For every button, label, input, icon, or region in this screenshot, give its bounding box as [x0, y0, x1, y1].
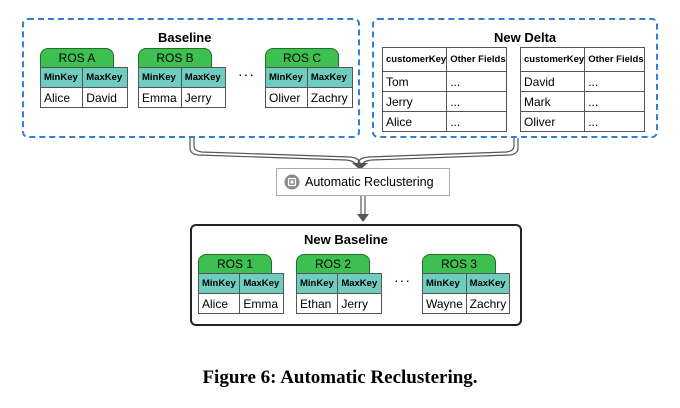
ros-1-min: Alice [197, 293, 241, 314]
new-baseline-group [190, 224, 522, 326]
baseline-title: Baseline [158, 30, 212, 45]
delta1-fields-header: Other Fields [446, 47, 507, 72]
delta2-row1-fields: ... [584, 71, 645, 92]
reclustering-process: Automatic Reclustering [276, 168, 450, 196]
delta2-key-header: customerKey [519, 47, 586, 72]
delta2-row1-key: David [519, 71, 586, 92]
ros-2-min-header: MinKey [295, 273, 339, 294]
delta2-row3-fields: ... [584, 111, 645, 132]
baseline-group [22, 18, 360, 138]
ros-3-max-header: MaxKey [465, 273, 511, 294]
ros-c-min: Oliver [265, 87, 308, 108]
chip-icon [284, 174, 300, 190]
ros-1-tab: ROS 1 [198, 254, 272, 274]
delta1-row2-key: Jerry [381, 91, 448, 112]
ros-c-max-header: MaxKey [306, 67, 354, 88]
delta2-row3-key: Oliver [519, 111, 586, 132]
delta1-key-header: customerKey [381, 47, 448, 72]
ros-c-min-header: MinKey [265, 67, 308, 88]
ros-a-max-header: MaxKey [82, 67, 128, 88]
ros-3-min-header: MinKey [422, 273, 467, 294]
delta1-row3-key: Alice [381, 111, 448, 132]
ros-a-max: David [82, 87, 128, 108]
ros-1-max: Emma [239, 293, 284, 314]
new-baseline-title: New Baseline [304, 232, 388, 247]
ros-c-max: Zachry [306, 87, 354, 108]
ros-3-max: Zachry [465, 293, 511, 314]
ros-2-max-header: MaxKey [337, 273, 382, 294]
ros-b-tab: ROS B [138, 48, 212, 68]
ros-2-max: Jerry [337, 293, 382, 314]
ros-1-min-header: MinKey [197, 273, 241, 294]
delta1-row2-fields: ... [446, 91, 507, 112]
process-label: Automatic Reclustering [305, 175, 434, 189]
delta1-row3-fields: ... [446, 111, 507, 132]
ros-b-max: Jerry [180, 87, 227, 108]
ros-2-min: Ethan [295, 293, 339, 314]
delta1-row1-key: Tom [381, 71, 448, 92]
ros-b-min: Emma [138, 87, 182, 108]
ros-2-tab: ROS 2 [296, 254, 370, 274]
ros-a-min: Alice [39, 87, 84, 108]
delta1-row1-fields: ... [446, 71, 507, 92]
ros-1-max-header: MaxKey [239, 273, 284, 294]
ros-a-tab: ROS A [40, 48, 114, 68]
ros-3-min: Wayne [422, 293, 467, 314]
delta-title: New Delta [494, 30, 557, 45]
delta-group [372, 18, 658, 138]
delta2-row2-fields: ... [584, 91, 645, 112]
ros-c-tab: ROS C [265, 48, 339, 68]
ros-a-min-header: MinKey [39, 67, 84, 88]
ros-3-tab: ROS 3 [422, 254, 496, 274]
ros-b-min-header: MinKey [138, 67, 182, 88]
delta2-row2-key: Mark [519, 91, 586, 112]
new-baseline-ellipsis: ··· [394, 272, 411, 288]
delta2-fields-header: Other Fields [584, 47, 645, 72]
figure-caption: Figure 6: Automatic Reclustering. [202, 367, 478, 388]
baseline-ellipsis: ··· [238, 66, 255, 82]
ros-b-max-header: MaxKey [180, 67, 227, 88]
